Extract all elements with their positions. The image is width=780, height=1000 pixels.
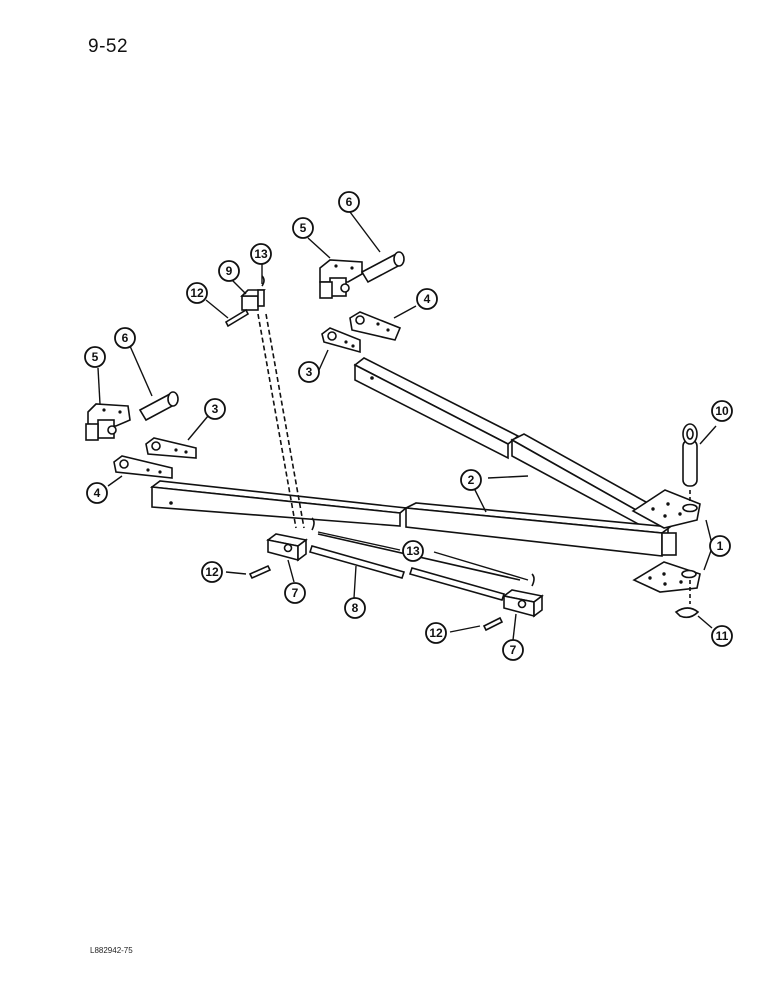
callout-7-right: 7	[502, 639, 524, 661]
page-number: 9-52	[88, 36, 129, 57]
svg-text:12: 12	[190, 286, 204, 300]
svg-text:9: 9	[226, 264, 233, 278]
reference-code: L882942-75	[90, 946, 133, 955]
callout-13-upper: 13	[250, 243, 272, 265]
svg-text:2: 2	[468, 473, 475, 487]
hitch-pin	[682, 423, 698, 503]
svg-text:12: 12	[429, 626, 443, 640]
bracket-pin-right	[360, 251, 405, 284]
lower-bracket-right	[502, 589, 544, 618]
callout-7-left: 7	[284, 582, 306, 604]
callout-3-left: 3	[204, 398, 226, 420]
strap-left-4	[113, 455, 173, 479]
callout-4-left: 4	[86, 482, 108, 504]
lower-bracket-left	[266, 533, 308, 562]
strap-right-4	[349, 311, 402, 341]
callout-9: 9	[218, 260, 240, 282]
callout-5-upper: 5	[292, 217, 314, 239]
callout-6-upper: 6	[338, 191, 360, 213]
callout-11: 11	[711, 625, 733, 647]
svg-text:7: 7	[510, 643, 517, 657]
callout-2: 2	[460, 469, 482, 491]
svg-text:5: 5	[300, 221, 307, 235]
svg-text:13: 13	[254, 247, 268, 261]
callout-1: 1	[709, 535, 731, 557]
svg-text:4: 4	[94, 486, 101, 500]
svg-text:1: 1	[717, 539, 724, 553]
upper-tube	[353, 357, 682, 542]
callout-13-lower: 13	[402, 540, 424, 562]
svg-text:6: 6	[346, 195, 353, 209]
svg-text:11: 11	[716, 629, 729, 643]
hitch-plate-lower	[632, 561, 701, 593]
leader-lines	[97, 211, 717, 641]
bolts	[224, 308, 504, 632]
svg-text:6: 6	[122, 331, 129, 345]
callout-12-upper: 12	[186, 282, 208, 304]
mount-bracket-right	[319, 259, 363, 299]
small-bracket-9	[240, 275, 266, 311]
clip-pin-right	[531, 573, 535, 587]
svg-text:8: 8	[352, 601, 359, 615]
callout-12-left: 12	[201, 561, 223, 583]
svg-text:4: 4	[424, 292, 431, 306]
svg-text:13: 13	[406, 544, 420, 558]
strap-left-3	[145, 437, 197, 459]
callout-3-upper: 3	[298, 361, 320, 383]
hitch-pin-clip	[674, 580, 700, 619]
callout-12-right: 12	[425, 622, 447, 644]
svg-text:7: 7	[292, 586, 299, 600]
svg-text:3: 3	[306, 365, 313, 379]
mount-bracket-left	[85, 403, 131, 441]
hitch-plate-upper	[631, 489, 701, 529]
svg-text:12: 12	[205, 565, 219, 579]
svg-text:5: 5	[92, 350, 99, 364]
rod	[308, 545, 506, 601]
lower-tube	[149, 480, 677, 557]
svg-text:10: 10	[715, 404, 729, 418]
callout-8: 8	[344, 597, 366, 619]
bracket-pin-left	[138, 391, 179, 422]
callout-6-left: 6	[114, 327, 136, 349]
strap-right-3	[321, 327, 361, 354]
callout-5-left: 5	[84, 346, 106, 368]
svg-text:3: 3	[212, 402, 219, 416]
callout-10: 10	[711, 400, 733, 422]
callout-4-upper: 4	[416, 288, 438, 310]
